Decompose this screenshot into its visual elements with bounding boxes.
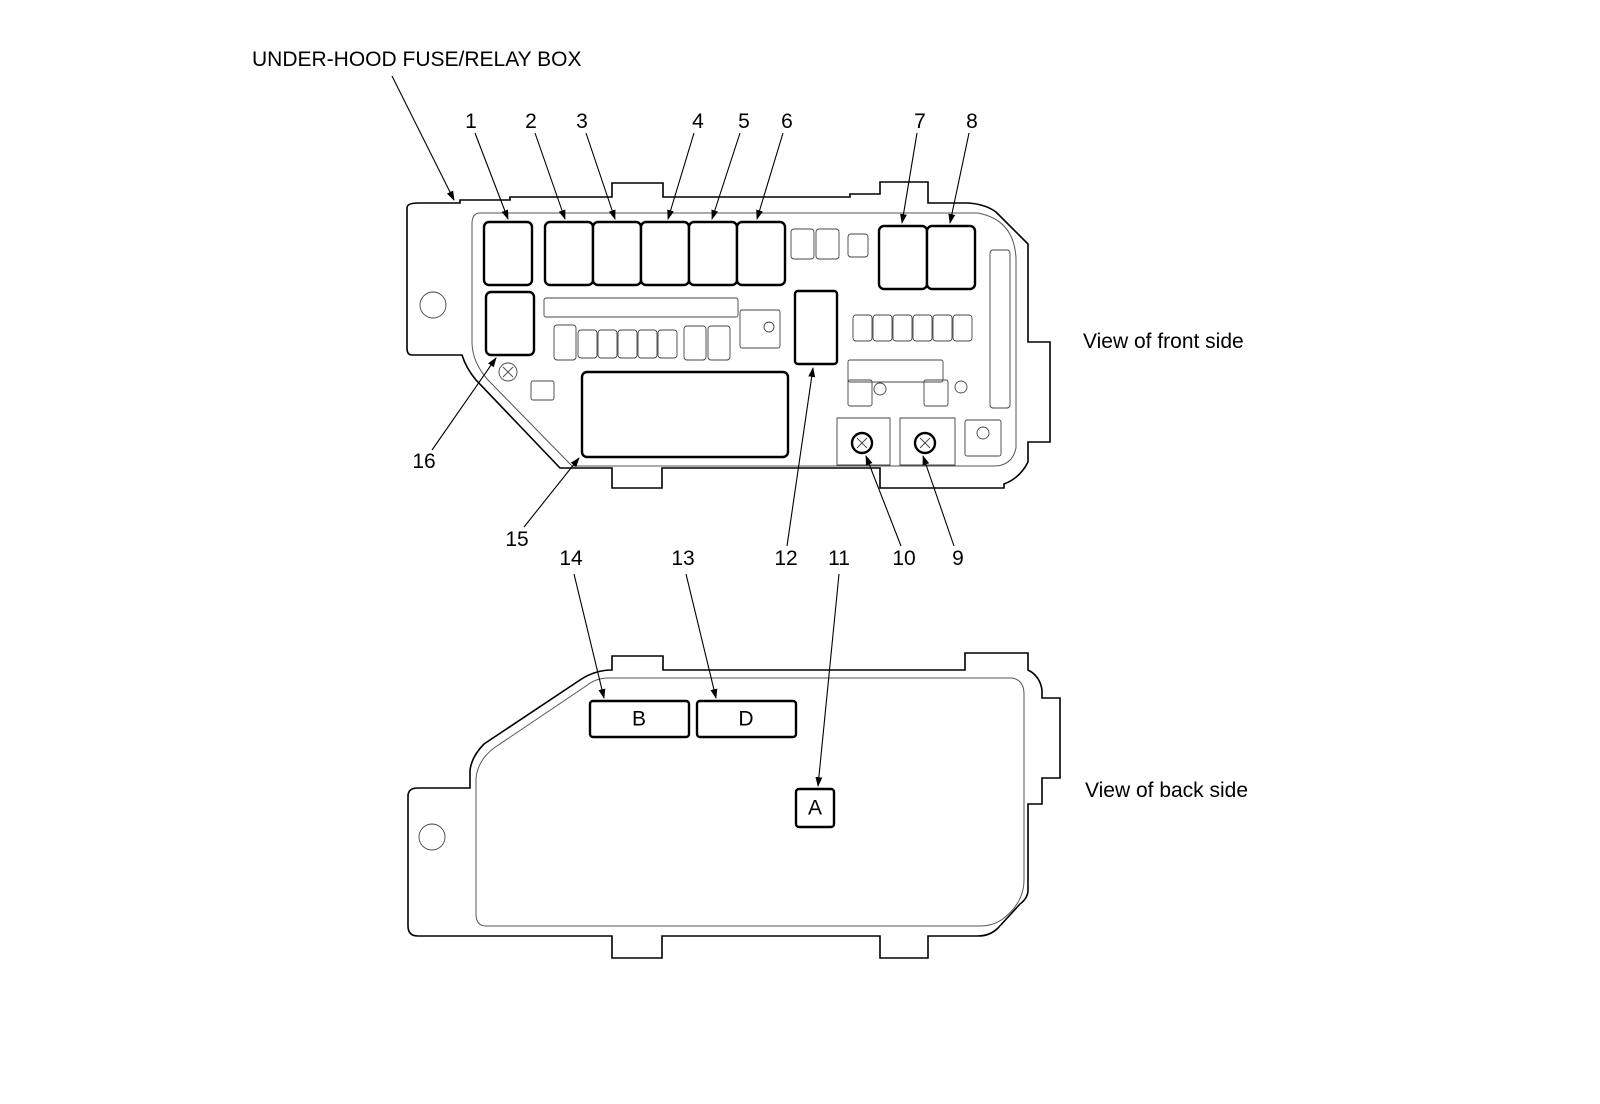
relay-4 xyxy=(639,220,691,287)
front-view-label: View of front side xyxy=(1083,330,1244,353)
front-leaders xyxy=(431,132,970,547)
callout-6: 6 xyxy=(781,110,793,133)
callout-10: 10 xyxy=(892,547,915,570)
callout-14: 14 xyxy=(559,547,583,570)
relay-5 xyxy=(687,220,739,287)
connector-a xyxy=(794,787,836,829)
connector-d xyxy=(695,699,798,739)
relay-3 xyxy=(591,220,643,287)
connector-b-label: B xyxy=(632,708,646,731)
callout-4: 4 xyxy=(692,110,704,133)
callout-12: 12 xyxy=(774,547,797,570)
block-15 xyxy=(580,370,790,459)
callout-8: 8 xyxy=(966,110,978,133)
callout-5: 5 xyxy=(738,110,750,133)
back-leaders xyxy=(573,573,840,787)
callout-15: 15 xyxy=(505,528,528,551)
relay-7 xyxy=(877,224,929,291)
callout-16: 16 xyxy=(412,450,435,473)
diagram-title: UNDER-HOOD FUSE/RELAY BOX xyxy=(252,48,581,71)
callout-1: 1 xyxy=(465,110,477,133)
connector-d-label: D xyxy=(738,708,753,731)
front-view-box xyxy=(406,181,1051,489)
callout-9: 9 xyxy=(952,547,964,570)
relay-1 xyxy=(482,220,534,287)
callout-2: 2 xyxy=(525,110,537,133)
callout-7: 7 xyxy=(914,110,926,133)
callout-11: 11 xyxy=(828,547,850,570)
back-view-label: View of back side xyxy=(1085,779,1248,802)
relay-16 xyxy=(484,290,536,357)
connector-b xyxy=(588,699,691,739)
relay-8 xyxy=(925,224,977,291)
relay-2 xyxy=(543,220,595,287)
callout-13: 13 xyxy=(671,547,694,570)
callout-3: 3 xyxy=(576,110,588,133)
back-view-box: B D A xyxy=(407,652,1061,959)
title-leader xyxy=(391,75,455,201)
relay-12 xyxy=(793,289,839,366)
connector-a-label: A xyxy=(808,797,822,820)
relay-6 xyxy=(735,220,787,287)
